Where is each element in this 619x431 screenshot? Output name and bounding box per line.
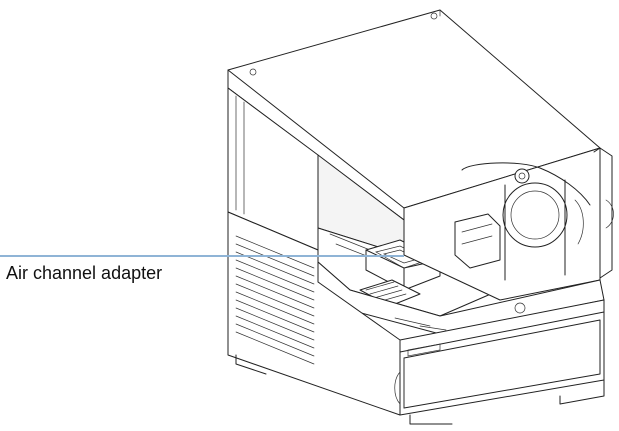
vent-grille — [235, 235, 315, 365]
upper-side-panel — [227, 87, 319, 251]
callout-label: Air channel adapter — [6, 263, 163, 283]
sample-compartment — [317, 154, 501, 317]
gripper-mechanism — [403, 147, 614, 301]
lower-body — [227, 211, 605, 425]
